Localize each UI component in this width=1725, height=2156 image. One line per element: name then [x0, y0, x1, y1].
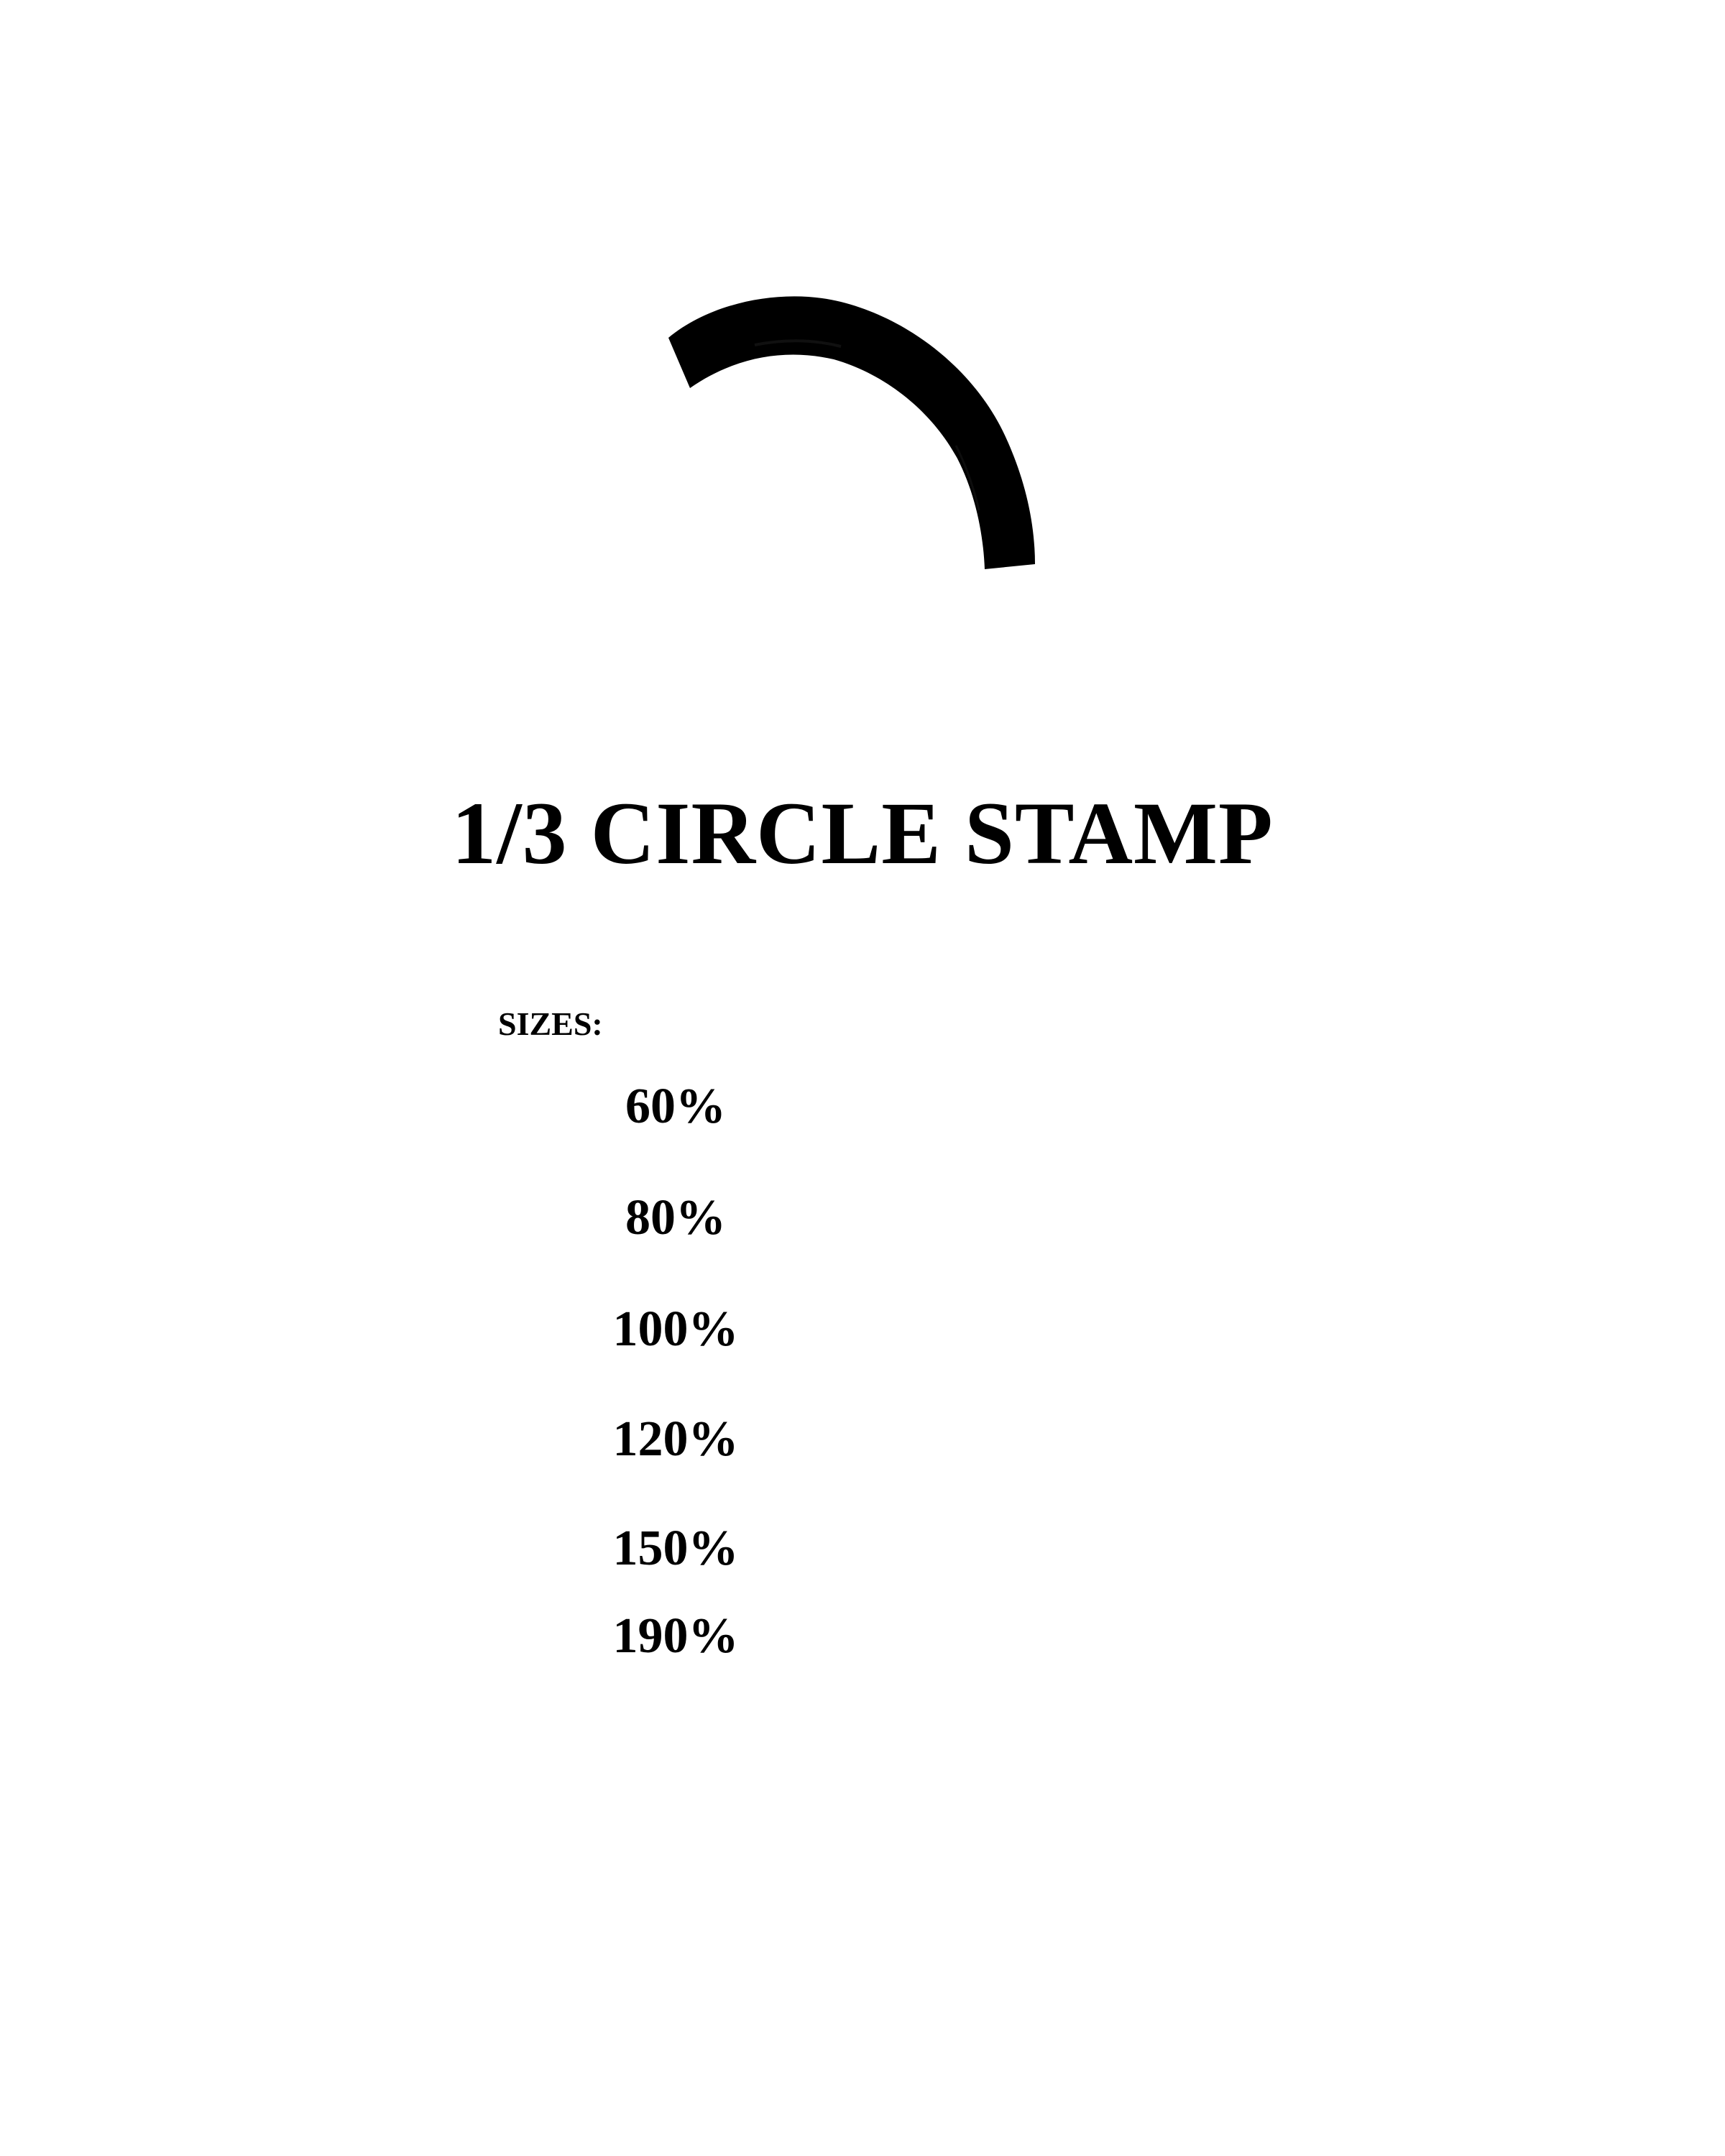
size-item-190: 190% — [612, 1608, 739, 1664]
sizes-label: SIZES: — [498, 1005, 603, 1042]
size-item-80: 80% — [625, 1190, 726, 1245]
page-title: 1/3 CIRCLE STAMP — [451, 784, 1274, 883]
circle-stamp-arc-icon — [668, 296, 1035, 569]
size-item-120: 120% — [612, 1411, 739, 1467]
size-item-100: 100% — [612, 1302, 739, 1357]
size-item-150: 150% — [612, 1521, 739, 1576]
size-item-60: 60% — [625, 1079, 726, 1134]
